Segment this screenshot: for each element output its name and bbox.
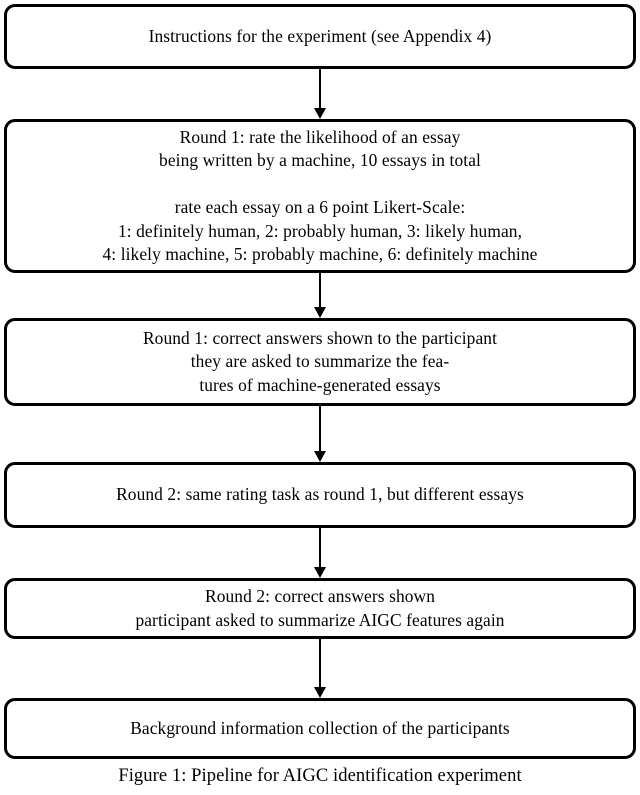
flow-node-background-info: Background information collection of the… [4,698,636,759]
arrow-head [314,307,326,318]
arrow-shaft [319,528,322,568]
arrow-head [314,567,326,578]
arrow-head [314,451,326,462]
arrow-head [314,108,326,119]
arrow-shaft [319,69,322,109]
arrow-head [314,687,326,698]
flow-arrow-down-icon [314,639,326,698]
flow-node-round2-task: Round 2: same rating task as round 1, bu… [4,462,636,528]
flow-arrow-down-icon [314,528,326,578]
flow-arrow-down-icon [314,69,326,119]
flow-node-round1-task: Round 1: rate the likelihood of an essay… [4,119,636,273]
flow-node-label: Background information collection of the… [130,717,510,738]
arrow-shaft [319,406,322,452]
flow-node-round2-feedback: Round 2: correct answers shown participa… [4,578,636,639]
flow-node-label: Round 1: correct answers shown to the pa… [142,327,498,395]
flow-node-round1-feedback: Round 1: correct answers shown to the pa… [4,318,636,406]
flow-node-label: Instructions for the experiment (see App… [148,25,492,46]
figure-caption: Figure 1: Pipeline for AIGC identificati… [118,765,522,786]
flow-node-label: Round 2: correct answers shown participa… [135,586,505,630]
flow-node-instructions: Instructions for the experiment (see App… [4,4,636,69]
flow-node-label: Round 1: rate the likelihood of an essay… [102,126,538,265]
flow-node-label: Round 2: same rating task as round 1, bu… [116,484,524,505]
arrow-shaft [319,273,322,308]
flow-arrow-down-icon [314,406,326,462]
flow-arrow-down-icon [314,273,326,318]
arrow-shaft [319,639,322,688]
